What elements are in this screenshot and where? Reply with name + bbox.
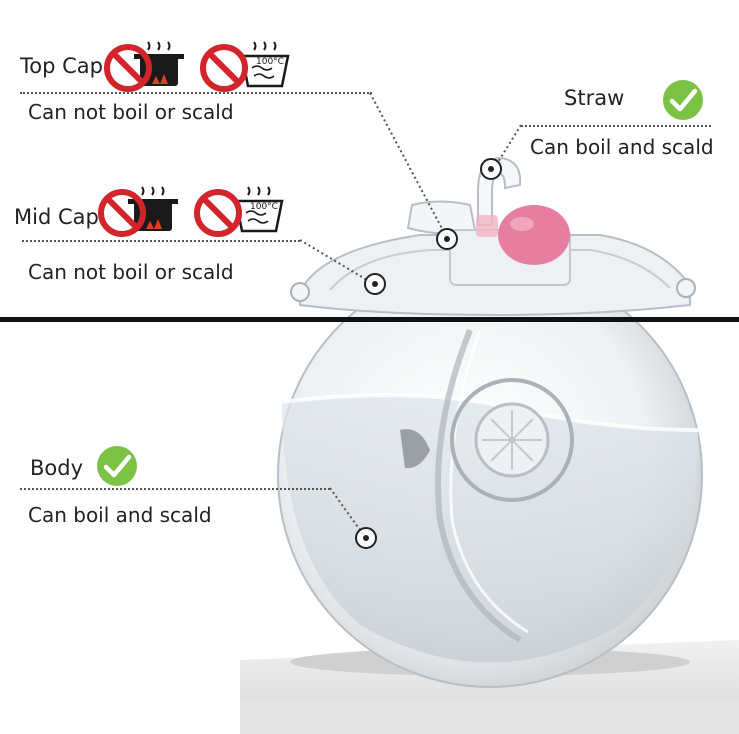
straw-note: Can boil and scald	[530, 135, 714, 159]
straw-divider	[521, 125, 711, 127]
body-divider	[20, 488, 330, 490]
check-icon	[97, 446, 137, 486]
straw-marker	[480, 158, 502, 180]
temperature-label: 100°C	[250, 202, 278, 212]
top-cap-shape	[406, 200, 477, 235]
straw-ball	[498, 205, 570, 265]
body-marker	[355, 527, 377, 549]
body-title: Body	[30, 456, 84, 480]
no-scald-100c-icon: 100°C	[200, 41, 290, 92]
check-icon	[663, 80, 703, 120]
straw-title: Straw	[564, 86, 625, 110]
top-cap-note: Can not boil or scald	[28, 100, 234, 124]
no-boil-pot-icon	[98, 186, 178, 237]
top-cap-title: Top Cap	[20, 54, 103, 78]
mid-cap-marker	[364, 273, 386, 295]
top-cap-divider	[20, 92, 372, 94]
mid-cap-note: Can not boil or scald	[28, 260, 234, 284]
top-cap-marker	[436, 228, 458, 250]
no-boil-pot-icon	[104, 41, 184, 92]
temperature-label: 100°C	[256, 57, 284, 67]
mid-cap-title: Mid Cap	[14, 205, 99, 229]
no-scald-100c-icon: 100°C	[194, 186, 284, 237]
water-line-divider	[0, 317, 739, 322]
water	[282, 395, 699, 663]
mid-cap-divider	[22, 240, 300, 242]
body-note: Can boil and scald	[28, 503, 212, 527]
